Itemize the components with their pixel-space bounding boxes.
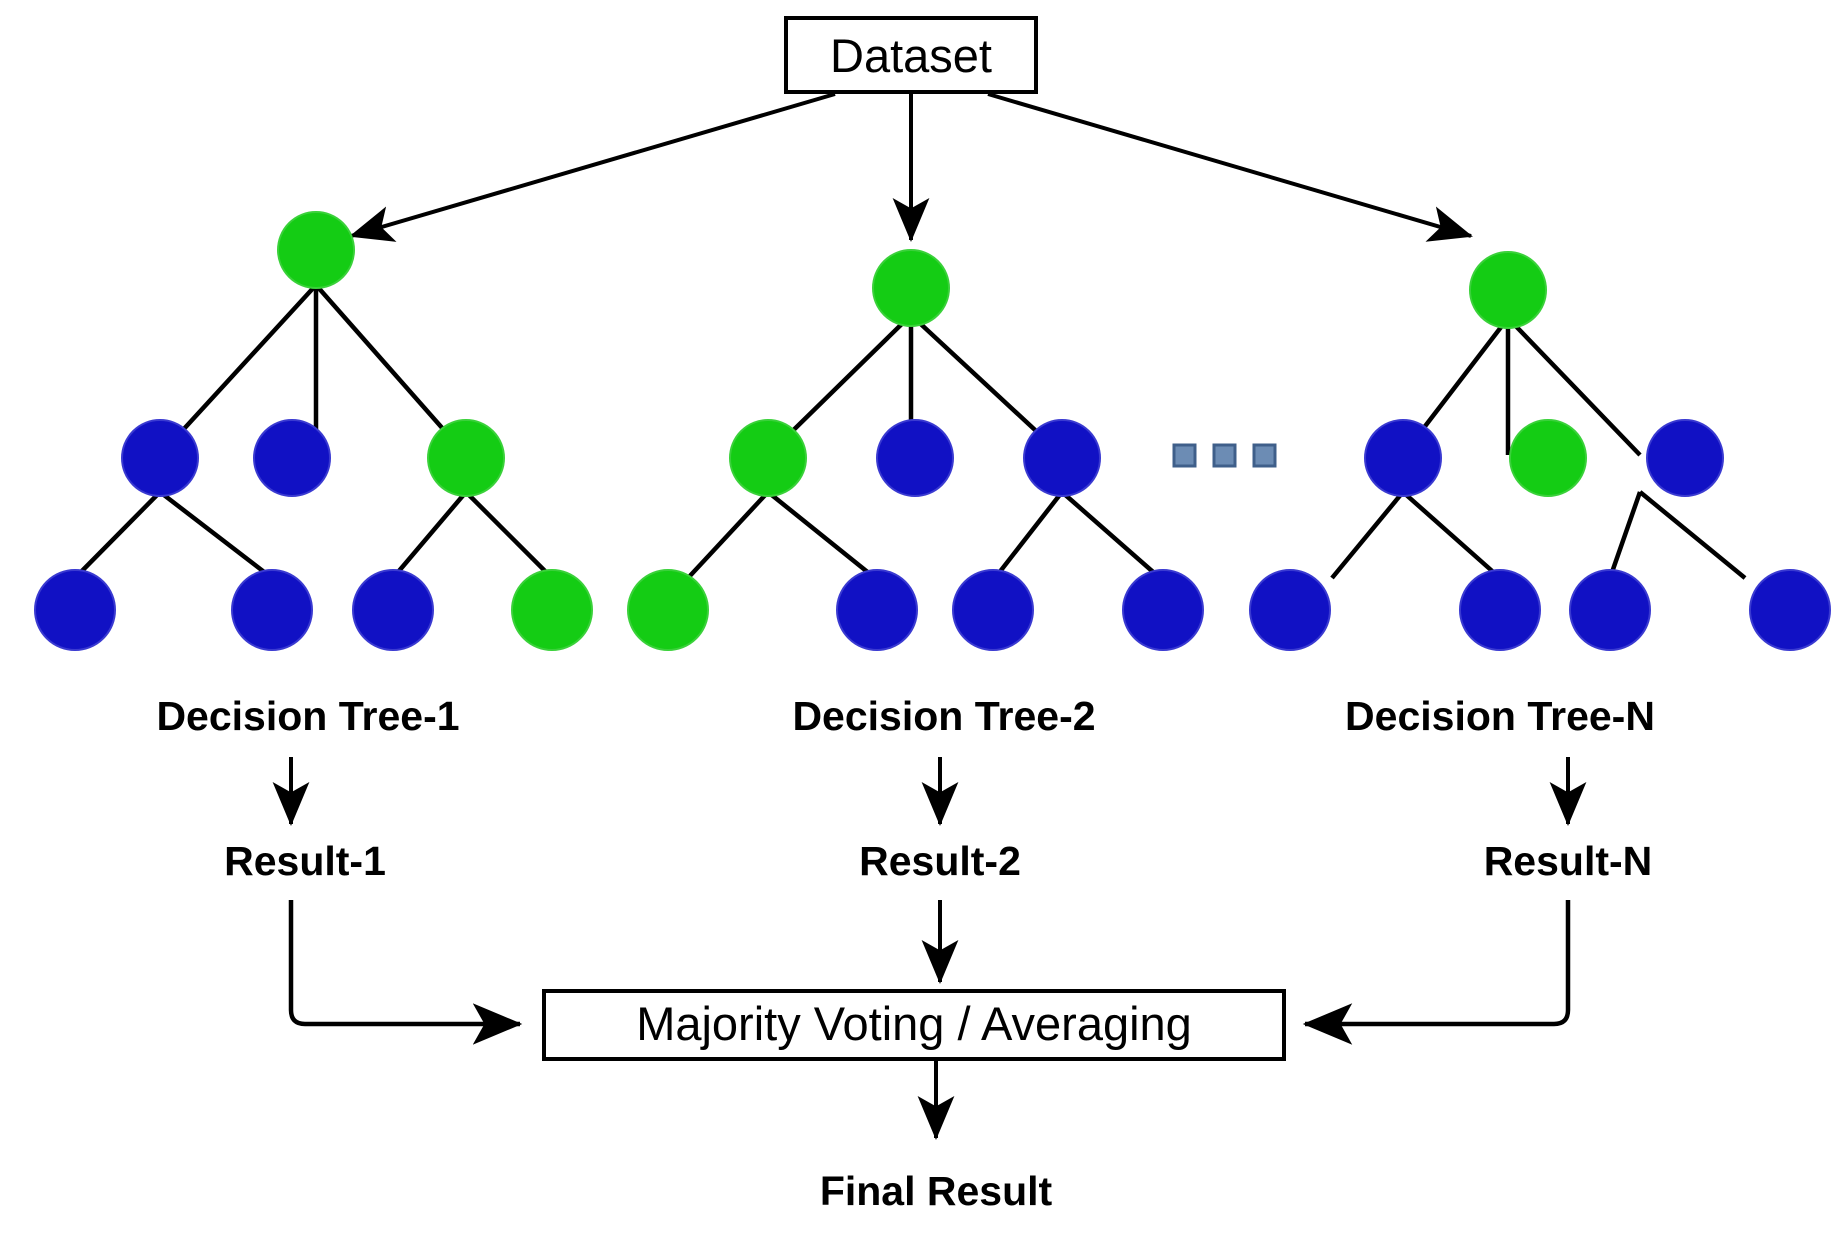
ellipsis-square-3 bbox=[1252, 443, 1277, 468]
arrow-resultN-to-aggregator bbox=[1302, 900, 1571, 1045]
tree1-level2-node-1 bbox=[121, 419, 199, 497]
arrow-result1-to-aggregator bbox=[288, 900, 523, 1045]
tree1-edge-root-c3 bbox=[314, 283, 468, 457]
treeN-level2-node-3 bbox=[1646, 419, 1724, 497]
dataset-to-trees-arrows bbox=[349, 92, 1473, 242]
ellipsis-square-1 bbox=[1172, 443, 1197, 468]
ellipsis-square-2 bbox=[1212, 443, 1237, 468]
decision-tree-n-label: Decision Tree-N bbox=[1345, 693, 1655, 739]
result-n-label: Result-N bbox=[1484, 838, 1653, 884]
ellipsis-group bbox=[1172, 443, 1277, 468]
aggregator-box: Majority Voting / Averaging bbox=[542, 989, 1286, 1061]
treeN-edge-c3-g4 bbox=[1638, 490, 1747, 580]
tree1-level3-node-4 bbox=[511, 569, 593, 651]
decision-tree-1-label: Decision Tree-1 bbox=[156, 693, 459, 739]
treeN-edge-c3-g3 bbox=[1607, 491, 1643, 579]
tree2-level2-node-3 bbox=[1023, 419, 1101, 497]
treeN-level3-node-1 bbox=[1249, 569, 1331, 651]
treeN-edge-c1-g2 bbox=[1401, 490, 1502, 580]
tree2-edge-c3-g3 bbox=[993, 490, 1064, 580]
tree2-level2-node-2 bbox=[876, 419, 954, 497]
tree1-edge-c1-g2 bbox=[158, 490, 274, 580]
treeN-root-node bbox=[1469, 251, 1547, 329]
tree1-edges bbox=[73, 283, 554, 580]
tree2-level3-node-2 bbox=[836, 569, 918, 651]
result-2-label: Result-2 bbox=[859, 838, 1021, 884]
tree1-edge-c3-g4 bbox=[464, 490, 554, 580]
final-result-label: Final Result bbox=[820, 1168, 1053, 1214]
treeN-level2-node-2 bbox=[1509, 419, 1587, 497]
tree1-root-node bbox=[277, 211, 355, 289]
tree2-edge-c1-g1 bbox=[686, 490, 770, 580]
decision-tree-2: Decision Tree-2 Result-2 bbox=[627, 249, 1204, 984]
tree2-level3-node-1 bbox=[627, 569, 709, 651]
arrow-dataset-to-tree1 bbox=[349, 92, 836, 242]
tree1-edge-c3-g3 bbox=[391, 490, 468, 580]
tree2-level3-node-3 bbox=[952, 569, 1034, 651]
treeN-level3-node-3 bbox=[1569, 569, 1651, 651]
arrow-dataset-to-treeN bbox=[987, 92, 1473, 242]
tree1-level3-node-2 bbox=[231, 569, 313, 651]
decision-tree-2-label: Decision Tree-2 bbox=[792, 693, 1095, 739]
tree1-edge-c1-g1 bbox=[73, 490, 162, 580]
tree2-root-node bbox=[872, 249, 950, 327]
treeN-level2-node-1 bbox=[1364, 419, 1442, 497]
aggregator-box-rect bbox=[542, 989, 1286, 1061]
final-result-group: Final Result bbox=[820, 1060, 1053, 1214]
tree2-edge-c1-g2 bbox=[766, 490, 877, 580]
treeN-level3-node-2 bbox=[1459, 569, 1541, 651]
tree2-level3-node-4 bbox=[1122, 569, 1204, 651]
decision-tree-n: Decision Tree-N Result-N bbox=[1249, 251, 1831, 1045]
result-1-label: Result-1 bbox=[224, 838, 386, 884]
dataset-box-label: Dataset bbox=[830, 29, 992, 82]
decision-tree-1: Decision Tree-1 Result-1 bbox=[34, 211, 593, 1045]
tree1-level3-node-1 bbox=[34, 569, 116, 651]
treeN-level3-node-4 bbox=[1749, 569, 1831, 651]
treeN-edge-c1-g1 bbox=[1330, 490, 1405, 580]
treeN-edge-root-c3 bbox=[1506, 316, 1642, 457]
tree2-level2-node-1 bbox=[729, 419, 807, 497]
aggregator-box-label: Majority Voting / Averaging bbox=[636, 997, 1192, 1050]
dataset-box: Dataset bbox=[784, 16, 1038, 94]
tree1-level2-node-2 bbox=[253, 419, 331, 497]
tree2-edge-c3-g4 bbox=[1060, 490, 1162, 580]
tree1-level2-node-3 bbox=[427, 419, 505, 497]
dataset-box-rect bbox=[784, 16, 1038, 94]
tree1-level3-node-3 bbox=[352, 569, 434, 651]
tree1-edge-root-c1 bbox=[158, 283, 318, 457]
